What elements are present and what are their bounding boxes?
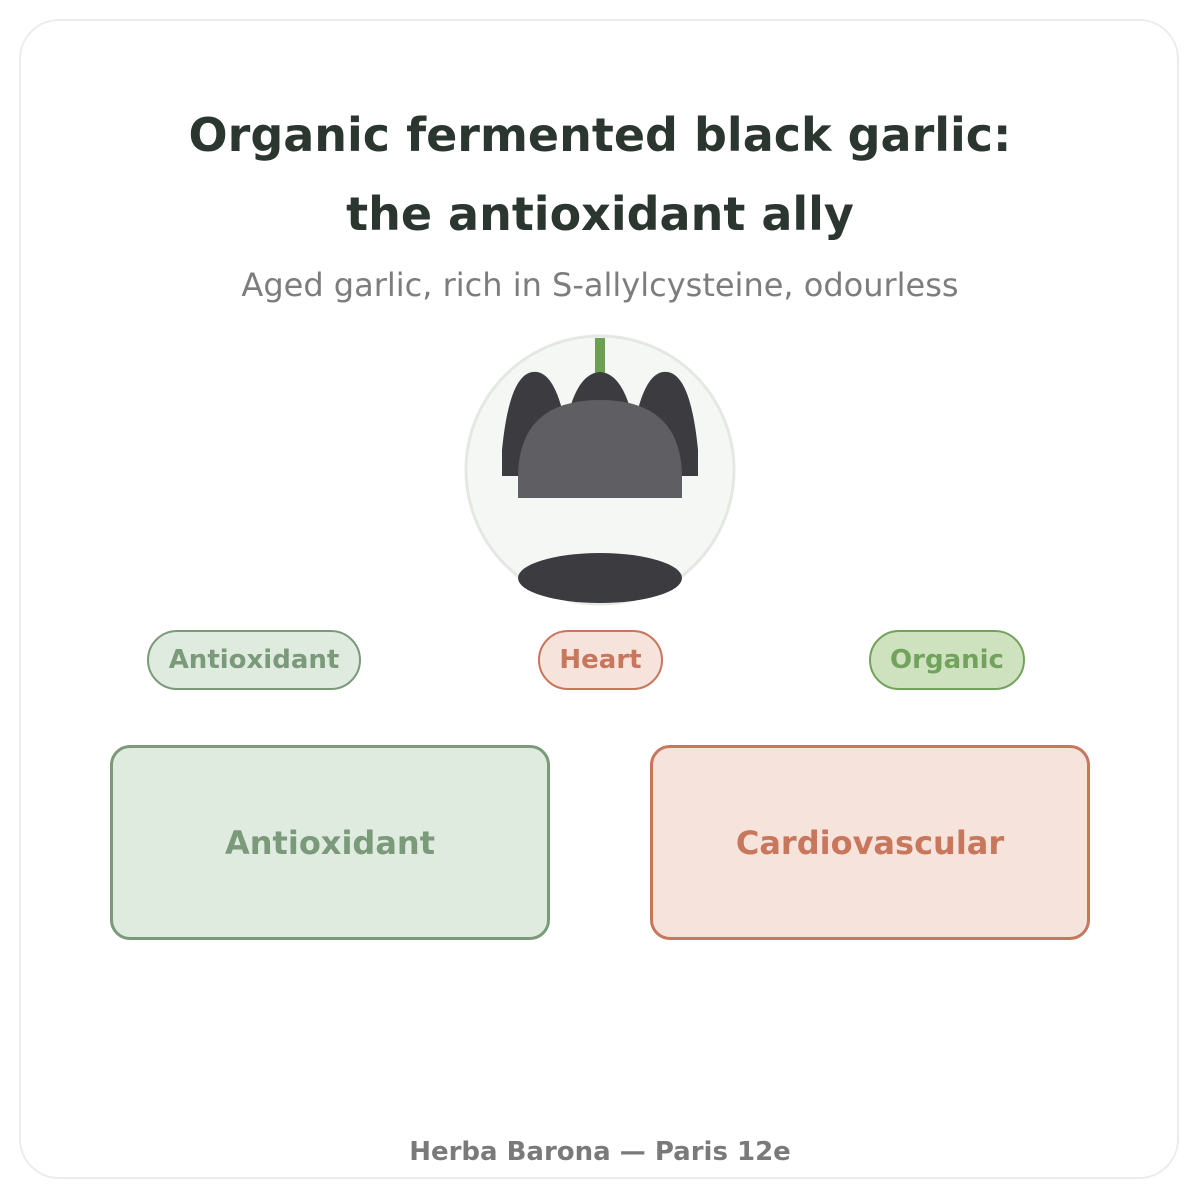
tag-organic: Organic [869, 630, 1025, 690]
footer-credit: Herba Barona — Paris 12e [409, 1137, 791, 1167]
tag-antioxidant: Antioxidant [147, 630, 361, 690]
page-title: Organic fermented black garlic: the anti… [188, 108, 1012, 241]
benefit-cardiovascular: Cardiovascular [650, 745, 1090, 940]
benefit-antioxidant: Antioxidant [110, 745, 550, 940]
garlic-shadow [518, 553, 682, 603]
black-garlic-illustration [464, 334, 736, 606]
garlic-stem [595, 338, 605, 374]
page-subtitle: Aged garlic, rich in S-allylcysteine, od… [241, 266, 959, 304]
garlic-bulb-front [518, 400, 682, 498]
black-garlic-icon [460, 330, 740, 620]
tag-heart: Heart [538, 630, 663, 690]
